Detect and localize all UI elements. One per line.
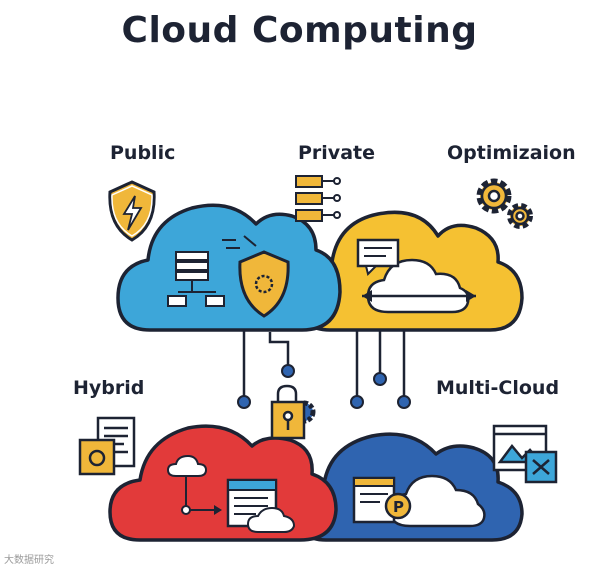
label-hybrid: Hybrid xyxy=(73,377,145,399)
private-cloud xyxy=(298,210,524,332)
connector-lines xyxy=(242,330,406,400)
documents-icon xyxy=(78,416,136,476)
page-title: Cloud Computing xyxy=(121,10,478,51)
multi-cloud: P xyxy=(296,432,524,542)
connector-dots xyxy=(237,364,411,409)
watermark: 大数据研究 xyxy=(4,555,54,566)
hybrid-cloud xyxy=(108,424,338,542)
lock-gear-icon xyxy=(270,384,316,440)
label-public: Public xyxy=(110,142,176,164)
browser-window-icon xyxy=(492,424,558,484)
gears-icon xyxy=(476,178,533,229)
label-multi-cloud: Multi-Cloud xyxy=(436,377,560,399)
svg-text:P: P xyxy=(393,498,404,516)
shield-lightning-icon xyxy=(108,180,156,242)
public-cloud xyxy=(116,203,342,332)
label-private: Private xyxy=(298,142,375,164)
label-optimization: Optimizaion xyxy=(447,142,576,164)
server-rack-icon xyxy=(295,175,341,222)
